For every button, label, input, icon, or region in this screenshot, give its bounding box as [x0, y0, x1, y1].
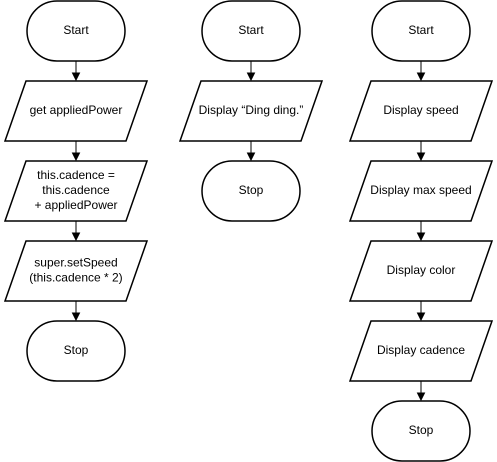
io-step-parallelogram [3, 80, 149, 142]
arrowhead-icon [416, 72, 426, 82]
arrowhead-icon [246, 152, 256, 162]
arrowhead-icon [416, 392, 426, 402]
io-step-parallelogram [3, 240, 149, 302]
node-label: Start [63, 23, 89, 37]
node-label: this.cadence = [37, 168, 115, 182]
node-label: Display color [387, 263, 456, 277]
node-label: super.setSpeed [34, 256, 117, 270]
node-label: Stop [64, 343, 89, 357]
io-step-parallelogram [348, 80, 494, 142]
node-label: this.cadence [42, 183, 110, 197]
node-label: (this.cadence * 2) [29, 271, 122, 285]
node-label: Display cadence [377, 343, 465, 357]
node-label: Start [408, 23, 434, 37]
node-label: Display “Ding ding.” [199, 103, 304, 117]
io-step-parallelogram [348, 320, 494, 382]
arrowhead-icon [416, 312, 426, 322]
arrowhead-icon [71, 152, 81, 162]
stop-terminator [201, 160, 301, 222]
flowchart-left: Start get appliedPower this.cadence =this.… [3, 0, 149, 382]
arrowhead-icon [246, 72, 256, 82]
arrowhead-icon [71, 72, 81, 82]
node-label: Display max speed [370, 183, 471, 197]
stop-terminator [26, 320, 126, 382]
stop-terminator [371, 400, 471, 462]
node-label: Display speed [383, 103, 458, 117]
node-label: Stop [409, 423, 434, 437]
io-step-parallelogram [348, 160, 494, 222]
node-label: Stop [239, 183, 264, 197]
arrowhead-icon [416, 152, 426, 162]
node-label: + appliedPower [34, 198, 117, 212]
io-step-parallelogram [348, 240, 494, 302]
node-label: Start [238, 23, 264, 37]
node-label: get appliedPower [30, 103, 123, 117]
arrowhead-icon [71, 312, 81, 322]
arrowhead-icon [71, 232, 81, 242]
arrowhead-icon [416, 232, 426, 242]
io-step-parallelogram [178, 80, 324, 142]
io-step-parallelogram [3, 160, 149, 222]
